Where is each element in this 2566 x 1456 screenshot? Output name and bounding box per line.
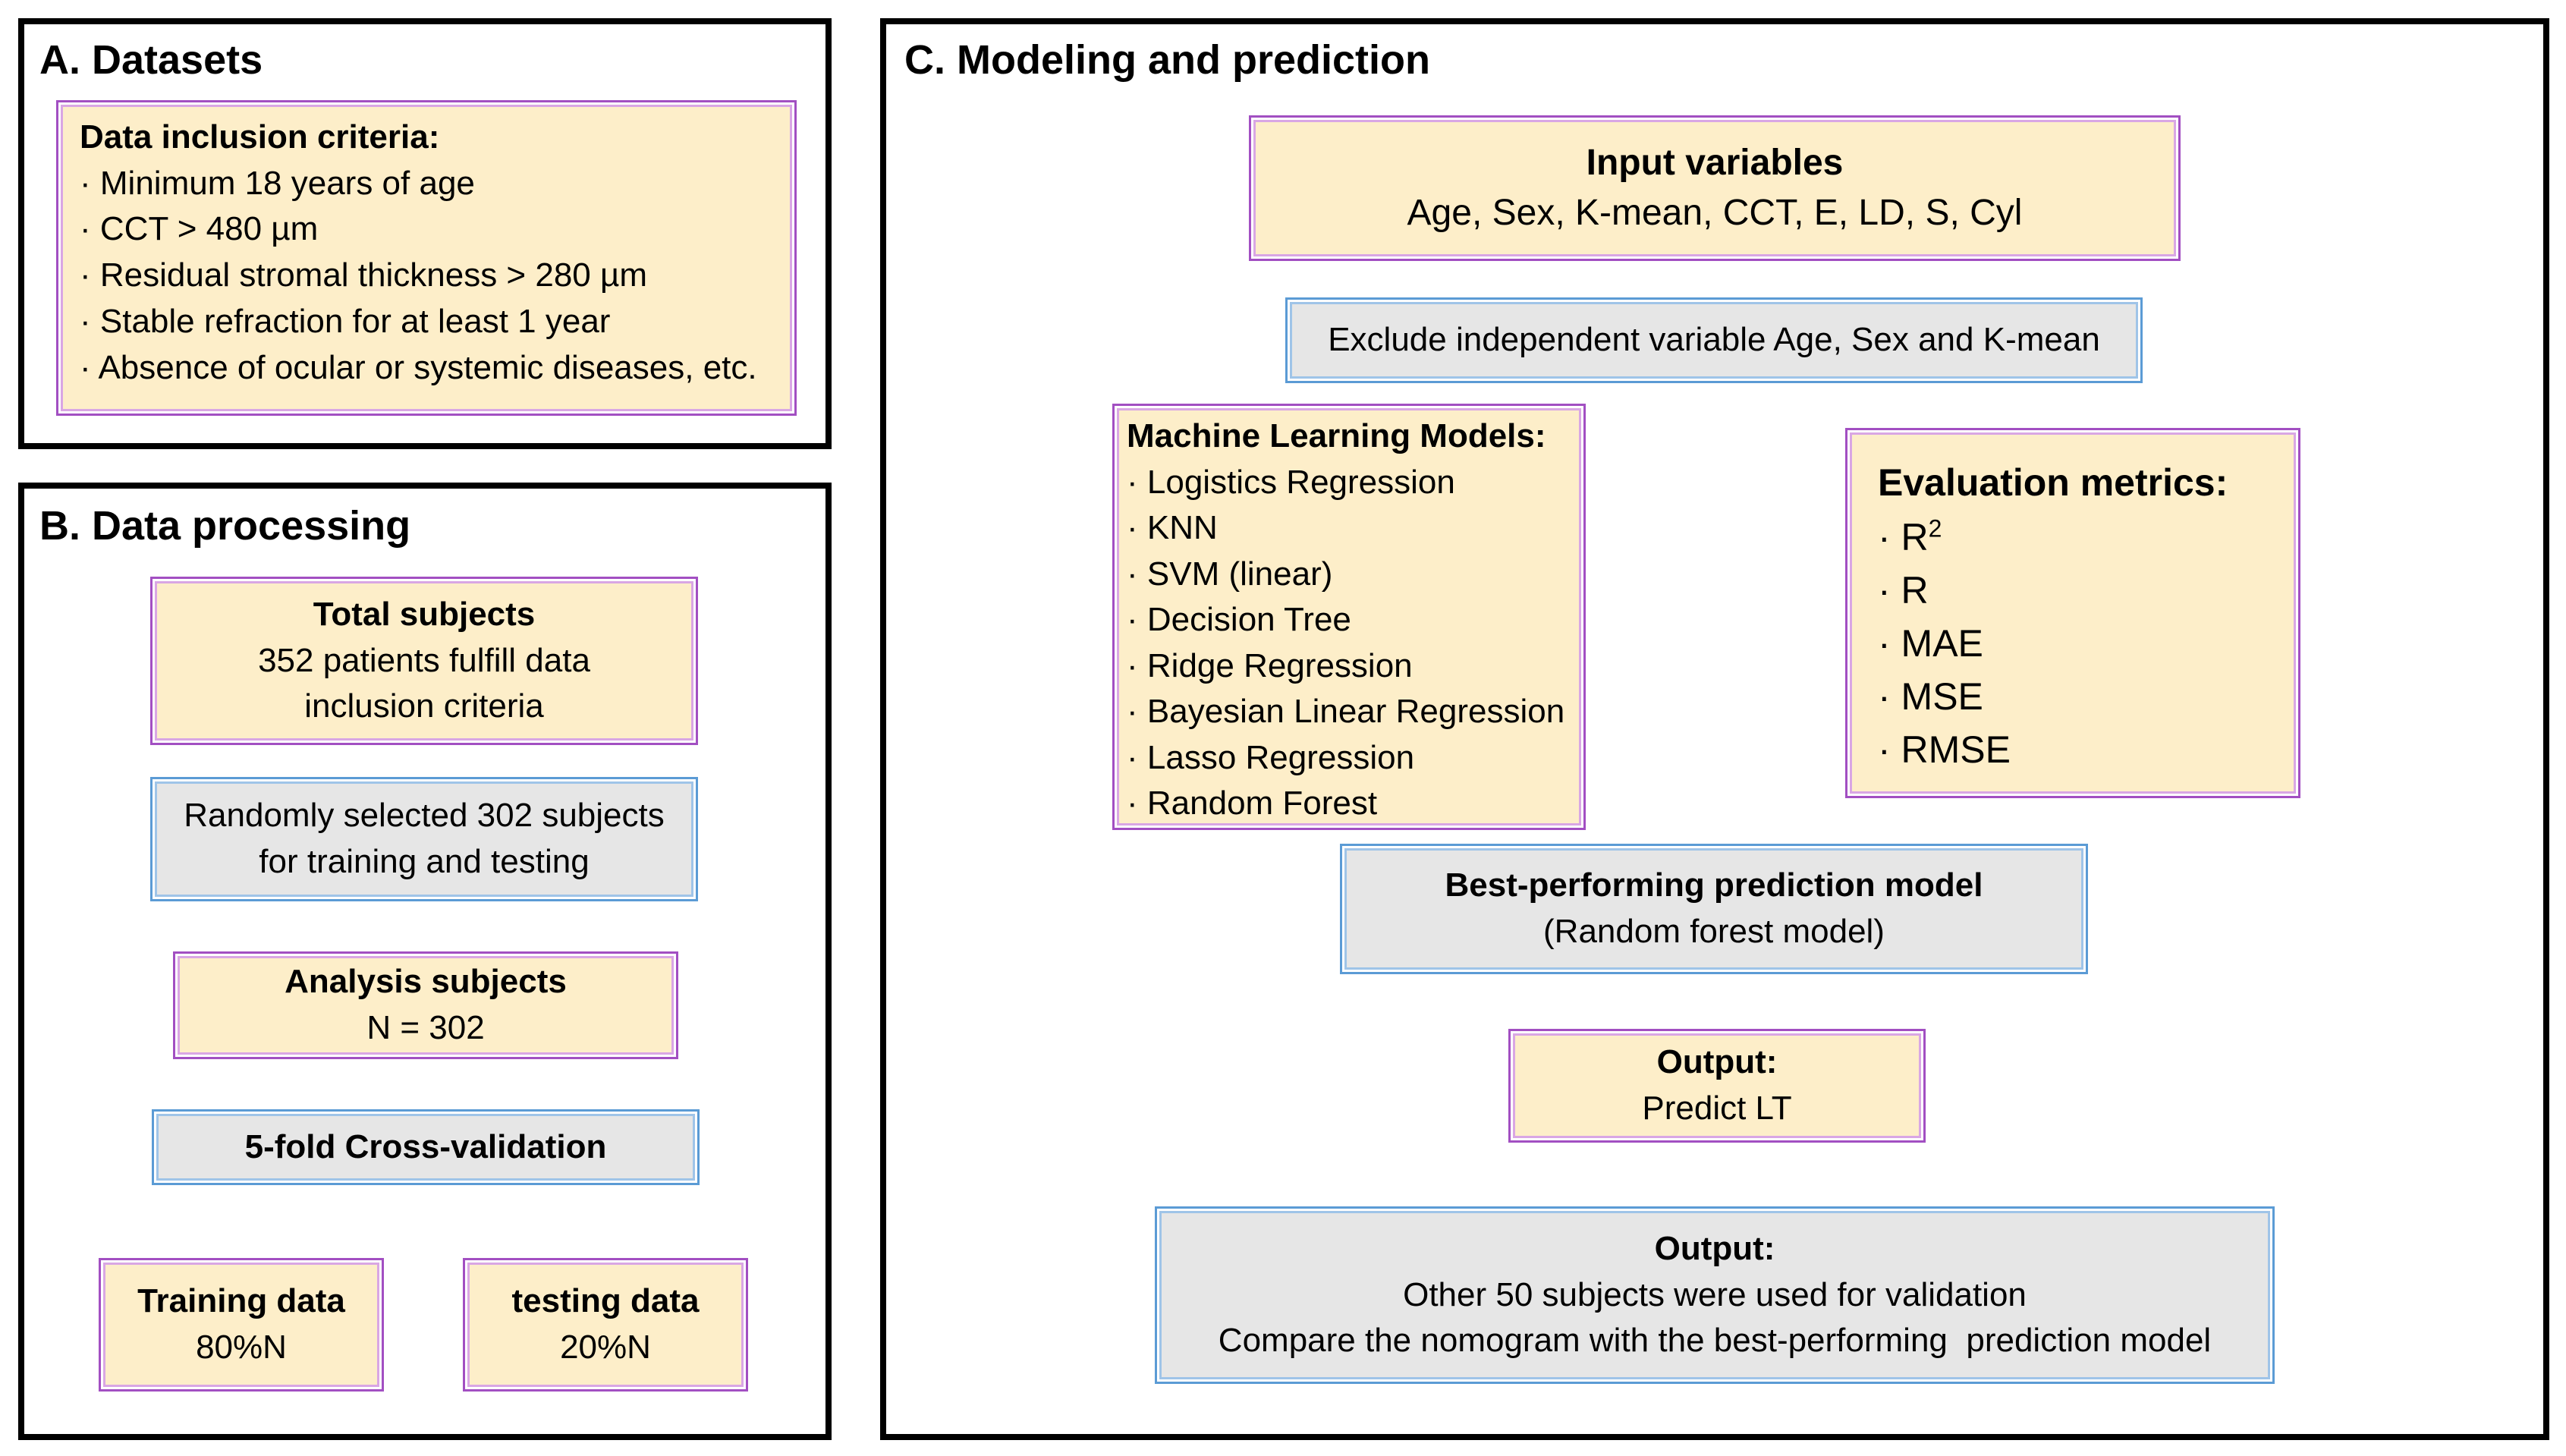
ml-model-item: Lasso Regression xyxy=(1127,735,1414,781)
output-predict-box: Output: Predict LT xyxy=(1508,1029,1926,1143)
criteria-item: Minimum 18 years of age xyxy=(80,161,475,207)
metric-item: MAE xyxy=(1878,617,1983,670)
training-data-share: 80%N xyxy=(196,1329,287,1366)
inclusion-criteria-box: Data inclusion criteria: Minimum 18 year… xyxy=(56,100,797,416)
metric-r-squared-base: R xyxy=(1901,516,1929,558)
ml-model-item: Ridge Regression xyxy=(1127,643,1413,690)
input-variables-box: Input variables Age, Sex, K-mean, CCT, E… xyxy=(1249,115,2181,261)
random-selection-box: Randomly selected 302 subjects for train… xyxy=(150,777,698,901)
best-model-title: Best-performing prediction model xyxy=(1445,866,1983,904)
ml-model-item: Random Forest xyxy=(1127,781,1377,827)
output-validation-line: Compare the nomogram with the best-perfo… xyxy=(1218,1322,2212,1360)
input-variables-list: Age, Sex, K-mean, CCT, E, LD, S, Cyl xyxy=(1407,193,2023,233)
input-variables-title: Input variables xyxy=(1586,142,1844,183)
analysis-subjects-count: N = 302 xyxy=(366,1009,485,1046)
panel-a-title: A. Datasets xyxy=(39,37,263,83)
random-selection-line: Randomly selected 302 subjects xyxy=(184,797,665,835)
ml-model-item: Decision Tree xyxy=(1127,597,1351,643)
panel-b-title: B. Data processing xyxy=(39,503,411,549)
ml-model-item: Logistics Regression xyxy=(1127,460,1455,506)
exclude-variables-box: Exclude independent variable Age, Sex an… xyxy=(1285,297,2143,383)
metric-r-squared-exponent: 2 xyxy=(1928,514,1942,542)
analysis-subjects-title: Analysis subjects xyxy=(285,963,567,1001)
total-subjects-box: Total subjects 352 patients fulfill data… xyxy=(150,577,698,745)
output-validation-title: Output: xyxy=(1654,1229,1775,1267)
criteria-title: Data inclusion criteria: xyxy=(80,118,440,156)
ml-model-item: SVM (linear) xyxy=(1127,552,1333,598)
total-subjects-line: inclusion criteria xyxy=(304,687,544,725)
metric-item: RMSE xyxy=(1878,723,2011,776)
best-model-name: (Random forest model) xyxy=(1543,913,1885,950)
ml-models-title: Machine Learning Models: xyxy=(1127,417,1546,454)
criteria-item: Stable refraction for at least 1 year xyxy=(80,299,611,345)
evaluation-metrics-title: Evaluation metrics: xyxy=(1878,461,2228,504)
output-predict-title: Output: xyxy=(1656,1043,1778,1081)
output-validation-line: Other 50 subjects were used for validati… xyxy=(1403,1275,2027,1313)
criteria-item: Residual stromal thickness > 280 µm xyxy=(80,253,647,299)
training-data-box: Training data 80%N xyxy=(99,1258,384,1392)
training-data-title: Training data xyxy=(137,1282,345,1320)
metric-r-squared: R2 xyxy=(1878,511,1942,564)
panel-c-title: C. Modeling and prediction xyxy=(904,37,1430,83)
random-selection-line: for training and testing xyxy=(259,843,590,880)
total-subjects-title: Total subjects xyxy=(313,595,536,633)
ml-model-item: KNN xyxy=(1127,505,1218,552)
testing-data-share: 20%N xyxy=(560,1329,651,1366)
analysis-subjects-box: Analysis subjects N = 302 xyxy=(173,951,678,1059)
output-predict-text: Predict LT xyxy=(1642,1090,1792,1127)
exclude-variables-text: Exclude independent variable Age, Sex an… xyxy=(1328,321,2100,359)
testing-data-box: testing data 20%N xyxy=(463,1258,748,1392)
cross-validation-title: 5-fold Cross-validation xyxy=(244,1127,607,1165)
evaluation-metrics-box: Evaluation metrics: R2 R MAE MSE RMSE xyxy=(1845,428,2300,798)
output-validation-box: Output: Other 50 subjects were used for … xyxy=(1155,1206,2275,1384)
best-model-box: Best-performing prediction model (Random… xyxy=(1340,844,2088,974)
criteria-item: CCT > 480 µm xyxy=(80,206,318,253)
metric-item: MSE xyxy=(1878,670,1983,723)
cross-validation-box: 5-fold Cross-validation xyxy=(152,1109,700,1185)
ml-models-box: Machine Learning Models: Logistics Regre… xyxy=(1112,404,1586,830)
total-subjects-line: 352 patients fulfill data xyxy=(258,641,590,679)
metric-item: R xyxy=(1878,564,1929,617)
testing-data-title: testing data xyxy=(511,1282,700,1320)
ml-model-item: Bayesian Linear Regression xyxy=(1127,689,1564,735)
criteria-item: Absence of ocular or systemic diseases, … xyxy=(80,345,756,392)
